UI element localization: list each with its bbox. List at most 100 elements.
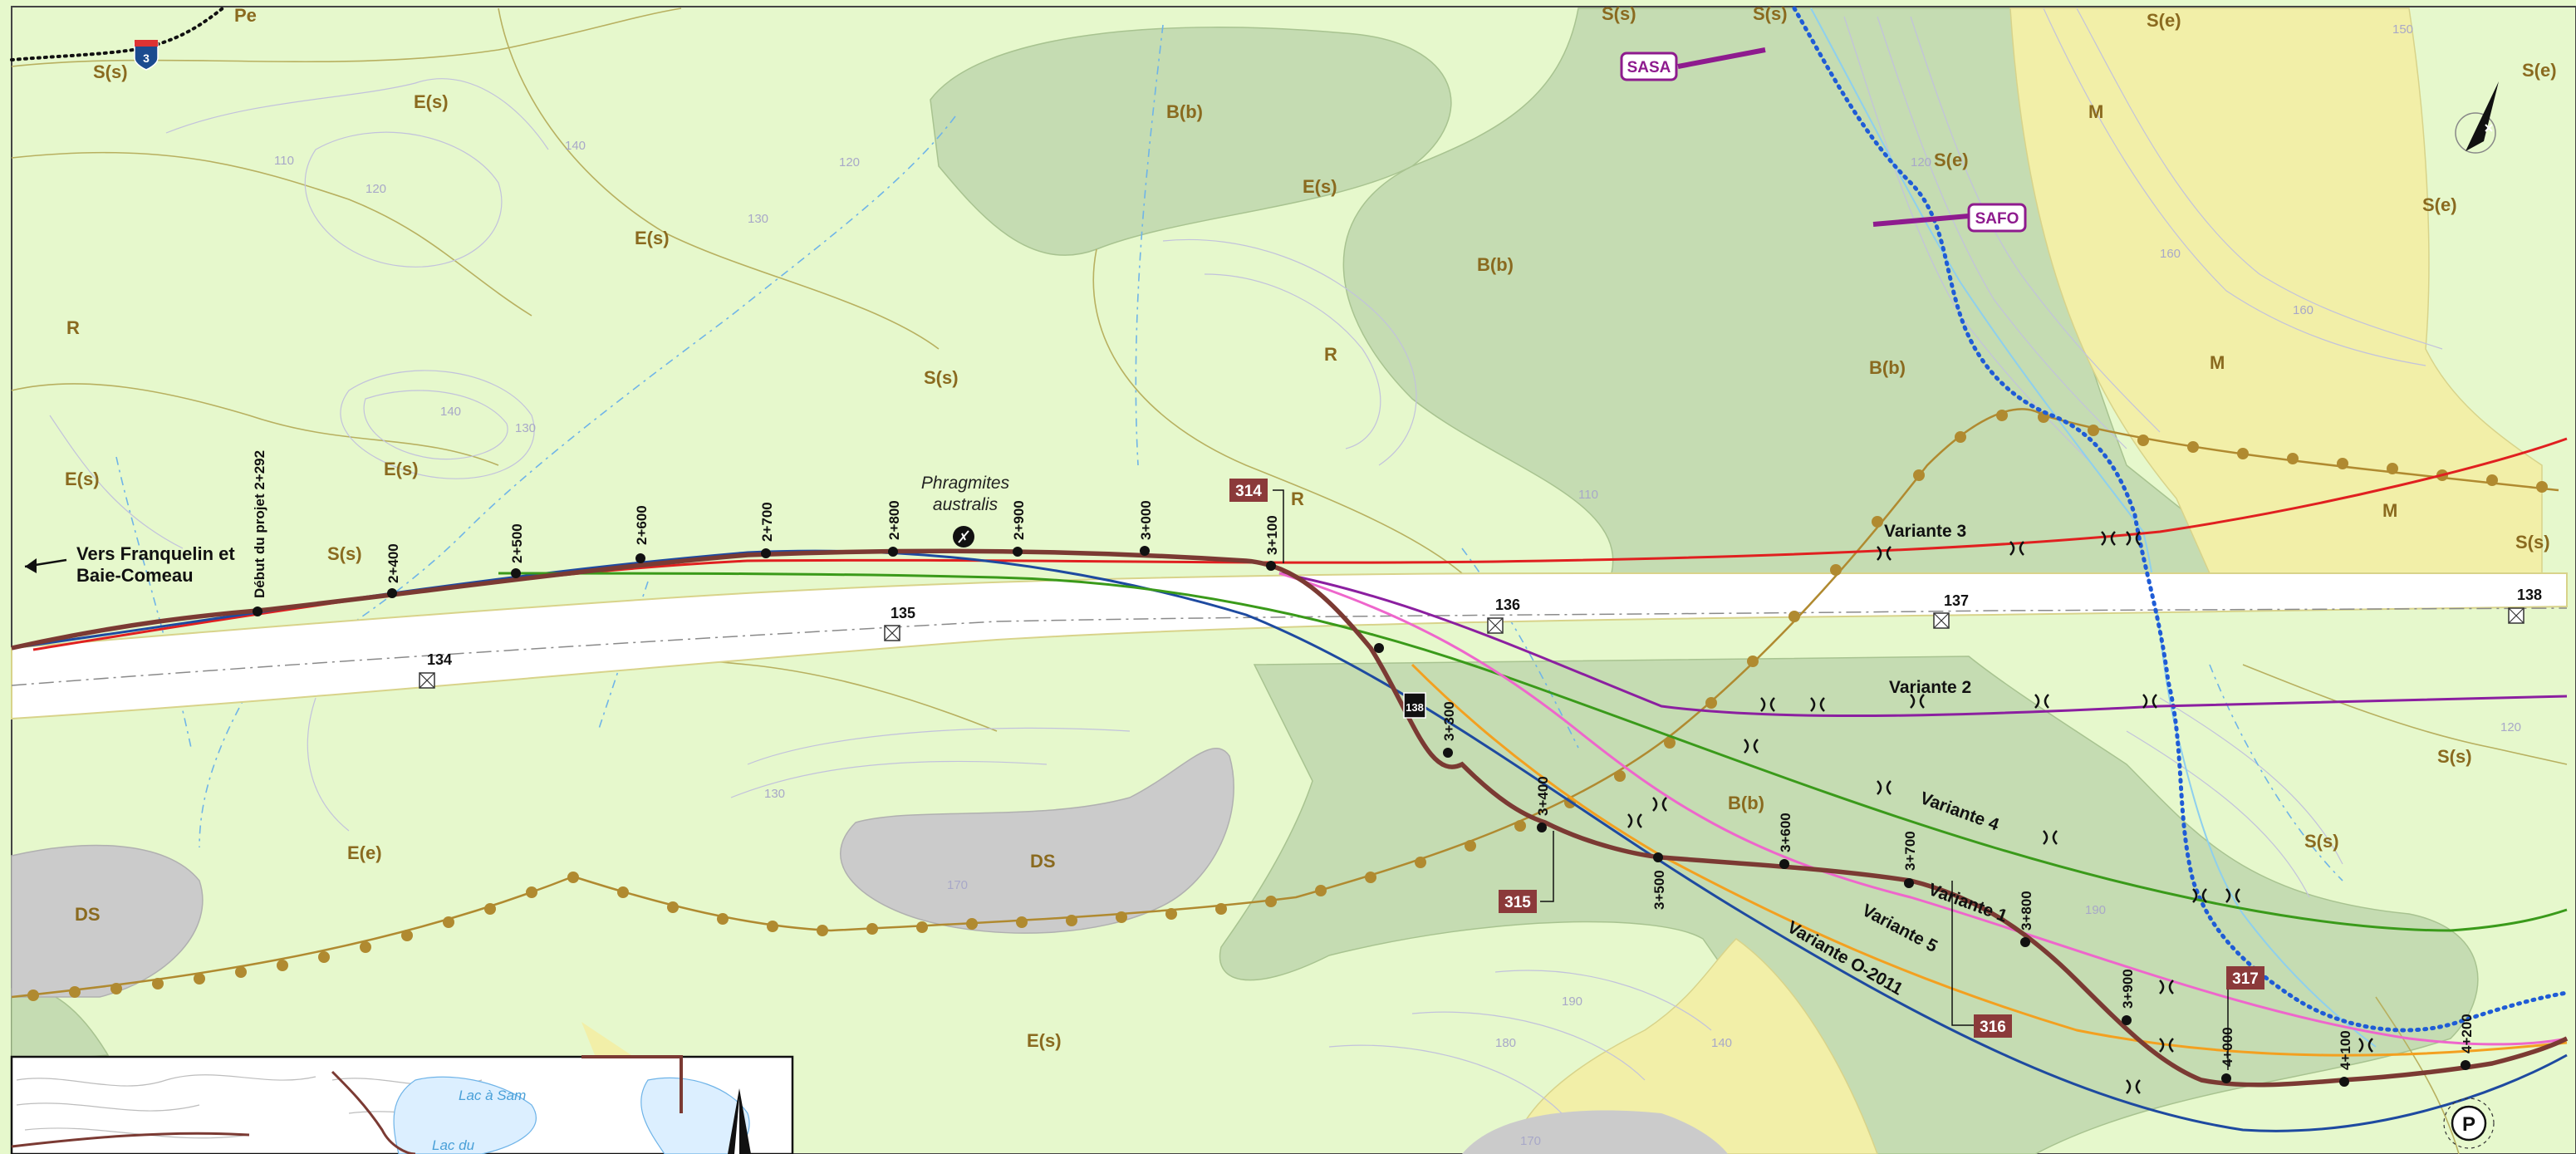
- direction-arrow: [24, 558, 67, 573]
- contour-label: 140: [440, 405, 461, 419]
- parking-label: P: [2462, 1113, 2475, 1136]
- zone-label: E(e): [347, 842, 382, 863]
- contour-label: 130: [748, 212, 768, 226]
- zone-label: S(s): [2304, 831, 2339, 852]
- forest-zone-south: [1219, 656, 2479, 1154]
- lot-316: 316: [1951, 881, 2012, 1038]
- lot-317: 317: [2226, 966, 2264, 1070]
- zone-label: DS: [75, 904, 101, 925]
- main-route: [11, 548, 2569, 1088]
- km-marker: 138: [2508, 587, 2542, 624]
- chainage-label: Début du projet 2+292: [252, 450, 267, 598]
- species-label: australis: [933, 495, 999, 514]
- km-label: 134: [427, 651, 452, 668]
- variant4-line: [498, 572, 2568, 932]
- chainage-label: 2+900: [1011, 500, 1027, 540]
- contour-label: 130: [515, 421, 536, 435]
- site-sasa: SASA: [1620, 47, 1766, 81]
- chainage-dots: [253, 546, 2471, 1087]
- direction-label: Vers Franquelin et: [76, 543, 235, 564]
- inset-lake-label: Lac du: [432, 1137, 475, 1153]
- road-shield-label: 138: [1406, 701, 1424, 714]
- highway-corridor: [11, 572, 2568, 720]
- chainage-label: 2+500: [509, 523, 525, 563]
- variant2-label: Variante 2: [1889, 678, 1971, 697]
- chainage-label: 3+900: [2120, 969, 2136, 1009]
- inset-lake-label: Lac à Sam: [459, 1088, 526, 1103]
- culvert-markers: [1627, 531, 2373, 1094]
- zone-label: B(b): [1166, 101, 1203, 122]
- chainage-label: 3+800: [2019, 891, 2034, 931]
- chainage-label: 4+100: [2338, 1030, 2353, 1070]
- zone-label: S(e): [1934, 150, 1969, 170]
- variant5-line: [1411, 663, 2568, 1057]
- forest-zone-north: [930, 27, 1452, 256]
- lot-314-label: 314: [1235, 483, 1262, 500]
- km-label: 135: [891, 605, 915, 621]
- railway-line: [10, 7, 224, 61]
- chainage-label: 3+700: [1902, 831, 1918, 871]
- chainage-label: 3+000: [1138, 500, 1154, 540]
- variant1-line: [1278, 572, 2568, 1046]
- zone-label: B(b): [1477, 254, 1514, 275]
- lot-314: 314: [1229, 479, 1284, 563]
- zone-label: B(b): [1869, 357, 1906, 378]
- zone-label: E(s): [65, 469, 100, 489]
- zone-label: M: [2382, 500, 2397, 521]
- chainage-label: 3+300: [1441, 701, 1457, 741]
- zone-label: S(s): [327, 543, 362, 564]
- contour-label: 120: [2500, 720, 2521, 734]
- map-frame: [11, 6, 2576, 1154]
- zone-label: S(s): [93, 61, 128, 82]
- highway-shield-label: 3: [143, 52, 150, 65]
- km-label: 137: [1944, 592, 1969, 609]
- km-marker: 135: [884, 605, 915, 641]
- site-sasa-label: SASA: [1627, 59, 1671, 76]
- zone-label: S(s): [2437, 746, 2472, 767]
- contour-label: 120: [1911, 155, 1931, 169]
- contour-lines: [49, 7, 2443, 1114]
- contour-label: 190: [2085, 903, 2106, 917]
- grey-zone-bottom: [1462, 1110, 1728, 1154]
- contour-label: 180: [1495, 1036, 1516, 1050]
- inset-north-arrow-icon: [728, 1088, 751, 1154]
- km-marker: 134: [419, 651, 452, 689]
- chainage-label-group: Début du projet 2+292 2+400 2+500 2+600 …: [252, 450, 2475, 1070]
- zone-label: S(s): [2515, 532, 2550, 552]
- contour-label: 140: [565, 139, 586, 153]
- zone-label: E(s): [635, 228, 670, 248]
- zone-label: E(s): [384, 459, 419, 479]
- species-label: Phragmites: [921, 474, 1010, 493]
- contour-label: 150: [2392, 22, 2413, 37]
- km-marker: 137: [1933, 592, 1969, 629]
- zone-label: M: [2210, 352, 2225, 373]
- contour-label: 130: [764, 787, 785, 801]
- chainage-label: 2+800: [886, 500, 902, 540]
- zone-label: E(s): [1303, 176, 1337, 197]
- km-marker-group: 134 135 136 137 138: [419, 587, 2542, 689]
- zone-label: S(e): [2522, 60, 2557, 81]
- zone-label: Pe: [234, 5, 257, 26]
- zone-label: S(e): [2422, 194, 2457, 215]
- sand-zone-inset-edge: [581, 1022, 631, 1063]
- contour-label: 160: [2293, 303, 2313, 317]
- site-safo: SAFO: [1872, 203, 2027, 233]
- zone-label: E(s): [414, 91, 449, 112]
- contour-label: 110: [1578, 488, 1598, 502]
- chainage-label: 3+500: [1651, 870, 1667, 910]
- sand-zone-south: [1511, 938, 1878, 1154]
- chainage-label: 3+100: [1264, 515, 1280, 555]
- site-safo-label: SAFO: [1975, 210, 2019, 228]
- zone-label: S(s): [924, 367, 959, 388]
- chainage-label: 4+200: [2459, 1014, 2475, 1053]
- variant3-label: Variante 3: [1884, 522, 1966, 541]
- chainage-label: 3+600: [1778, 813, 1793, 852]
- zone-label: E(s): [1027, 1030, 1062, 1051]
- lot-315-label: 315: [1504, 894, 1531, 911]
- contour-label-group: 110 130 120 140 120 150 160 160 120 110 …: [274, 22, 2521, 1148]
- zone-label: S(s): [1753, 3, 1788, 24]
- direction-label: Baie-Comeau: [76, 565, 194, 586]
- zone-label: B(b): [1728, 793, 1764, 813]
- contour-label: 120: [839, 155, 860, 169]
